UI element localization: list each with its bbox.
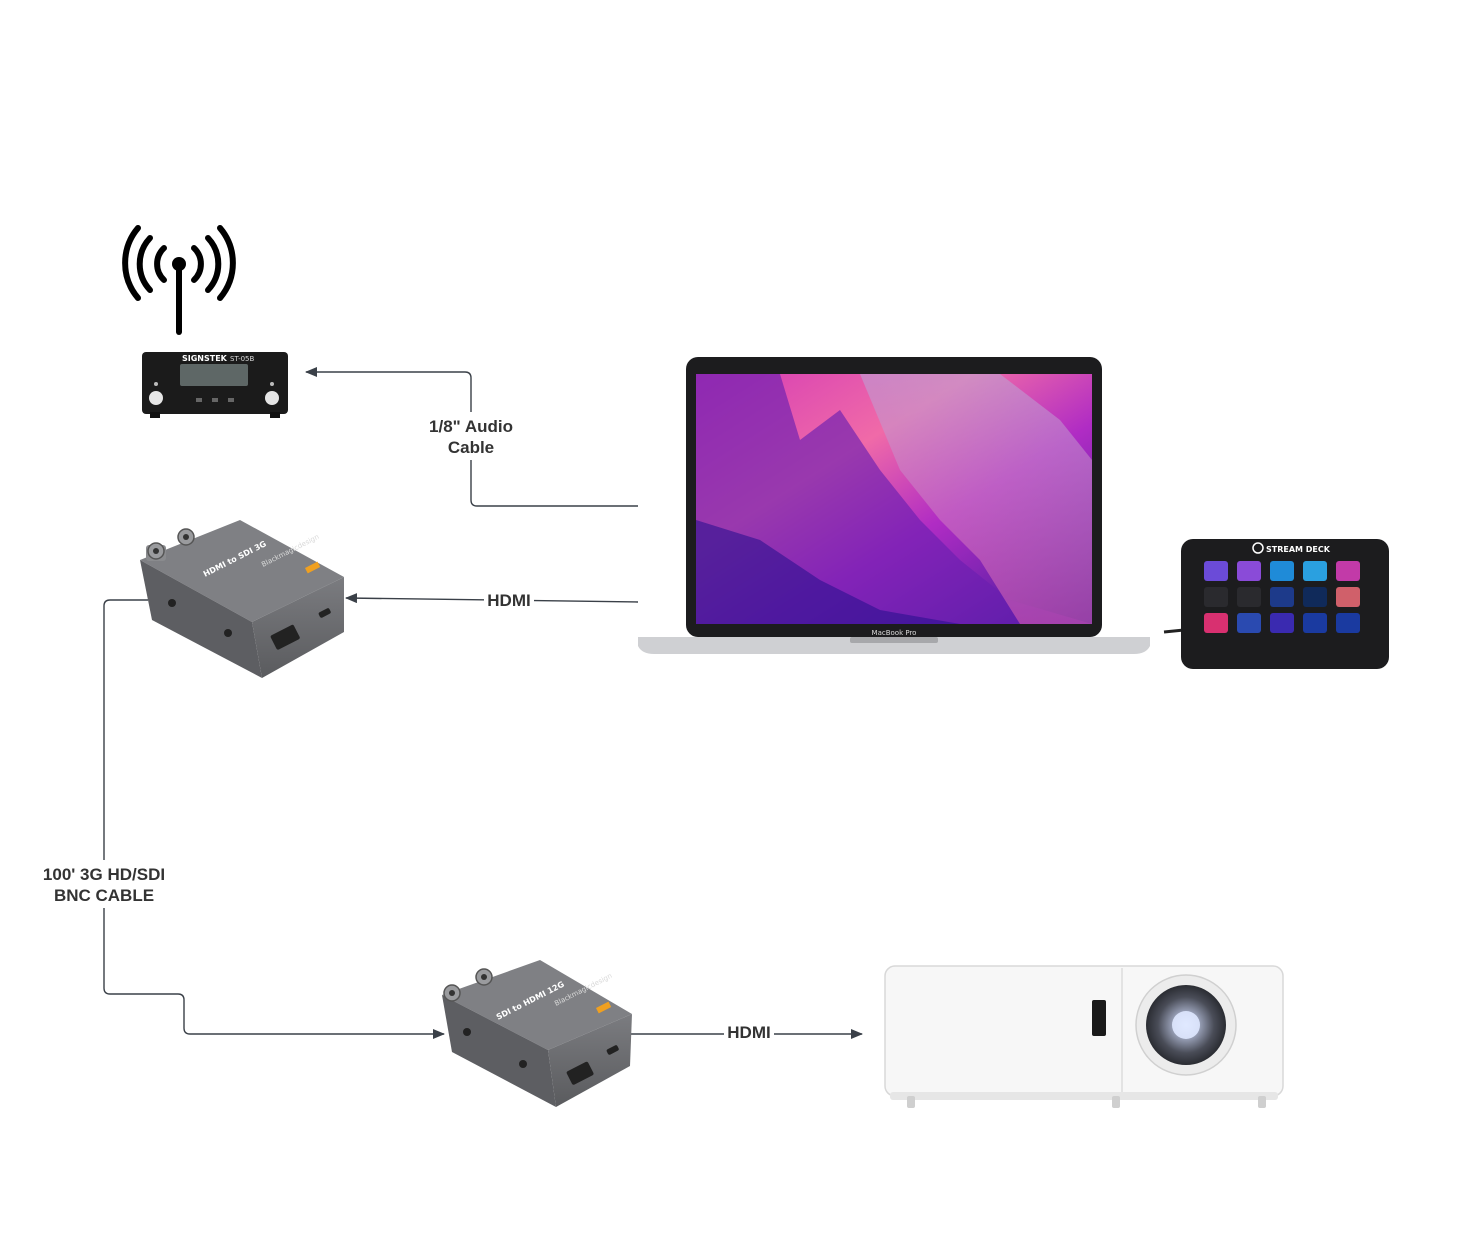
projector: [884, 965, 1284, 1108]
fm-transmitter: SIGNSTEK ST-05B: [142, 352, 288, 418]
stream-deck-title: STREAM DECK: [1266, 545, 1331, 554]
bnc-cable-line: [103, 599, 445, 1039]
transmitter-knob-left: [149, 391, 163, 405]
bnc-cable-label-line1: 100' 3G HD/SDI: [43, 865, 165, 884]
stream-deck: STREAM DECK: [1163, 539, 1389, 669]
audio-cable-label-line1: 1/8" Audio: [429, 417, 513, 436]
converter-hdmi-to-sdi: HDMI to SDI 3G Blackmagicdesign: [140, 520, 344, 678]
svg-text:HDMI: HDMI: [727, 1023, 770, 1042]
transmitter-display: [180, 364, 248, 386]
bnc-cable-label-line2: BNC CABLE: [54, 886, 154, 905]
transmitter-model: ST-05B: [230, 355, 255, 363]
bnc-cable-label: 100' 3G HD/SDI BNC CABLE: [38, 860, 170, 908]
laptop: MacBook Pro: [638, 357, 1150, 654]
converter-top-hdmi-port: [270, 624, 300, 650]
hdmi-label-bottom: HDMI: [724, 1022, 774, 1044]
svg-text:HDMI: HDMI: [487, 591, 530, 610]
transmitter-knob-right: [265, 391, 279, 405]
audio-cable-label-line2: Cable: [448, 438, 494, 457]
stream-deck-keys: [1204, 561, 1360, 633]
projector-sensor: [1092, 1000, 1106, 1036]
transmitter-brand: SIGNSTEK: [182, 354, 228, 363]
audio-cable-label: 1/8" Audio Cable: [422, 412, 520, 460]
converter-bottom-hdmi-port: [566, 1061, 594, 1085]
laptop-badge: MacBook Pro: [872, 629, 917, 637]
antenna-icon: [122, 225, 236, 335]
hdmi-label-top: HDMI: [484, 589, 534, 611]
converter-sdi-to-hdmi: SDI to HDMI 12G Blackmagicdesign: [442, 960, 632, 1107]
